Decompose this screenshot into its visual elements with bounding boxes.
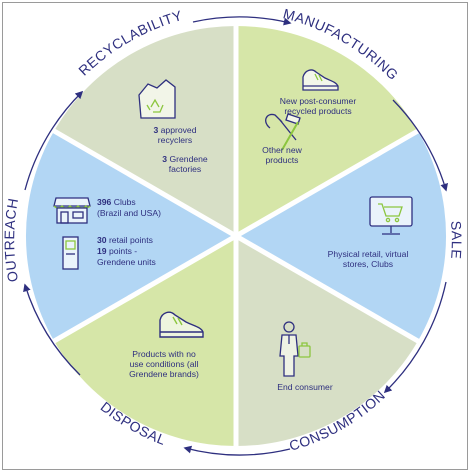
factories-text-line1: 3 Grendene <box>162 154 208 164</box>
retail-points-text: 30 retail points <box>97 235 153 245</box>
tools-icon <box>265 113 301 151</box>
computer-cart-icon <box>369 196 413 235</box>
segment-consumption <box>236 236 418 446</box>
disposal-text-line2: use conditions (all <box>130 359 199 369</box>
factories-text-line2: factories <box>169 164 201 174</box>
segment-recyclability <box>54 25 236 236</box>
sale-channels-line2: stores, Clubs <box>343 259 393 269</box>
title-outreach: OUTREACH <box>1 197 21 284</box>
other-new-products-line2: products <box>266 155 299 165</box>
collection-bin-icon <box>62 236 79 270</box>
segment-sale <box>236 131 447 341</box>
arrow-recyclability-to-manufacturing <box>192 16 292 26</box>
clubs-text-line1: 396 Clubs <box>97 197 136 207</box>
recyclers-text-line1: 3 approved <box>153 125 196 135</box>
sale-channels-line1: Physical retail, virtual <box>328 249 409 259</box>
clubs-text-line2: (Brazil and USA) <box>97 208 161 218</box>
disposal-text-line1: Products with no <box>132 349 196 359</box>
arrow-disposal-to-outreach <box>23 283 81 376</box>
segment-dividers <box>51 24 421 448</box>
disposal-sneaker-icon <box>159 311 204 338</box>
storefront-icon <box>53 197 91 224</box>
arrow-manufacturing-to-sale <box>392 99 448 192</box>
segment-outreach <box>25 131 237 341</box>
segment-disposal <box>54 236 236 446</box>
title-sale: SALE <box>448 220 465 260</box>
new-recycled-products-line2: recycled products <box>284 106 351 116</box>
recyclers-text-line2: recyclers <box>158 135 192 145</box>
arrow-consumption-to-disposal <box>183 445 291 456</box>
disposal-text-line3: Grendene brands) <box>129 369 199 379</box>
new-recycled-products-line1: New post-consumer <box>280 96 357 106</box>
grendene-points-text-line2: Grendene units <box>97 257 156 267</box>
end-consumer-text: End consumer <box>277 382 333 392</box>
arrow-sale-to-consumption <box>383 281 447 394</box>
grendene-points-text-line1: 19 points - <box>97 246 137 256</box>
cycle-arrows <box>23 16 448 456</box>
recycle-box-icon <box>138 79 176 119</box>
segment-manufacturing <box>236 25 418 236</box>
sneaker-icon <box>302 69 339 91</box>
consumer-person-icon <box>279 321 311 377</box>
arrow-outreach-to-recyclability <box>24 90 84 191</box>
other-new-products-line1: Other new <box>262 145 302 155</box>
